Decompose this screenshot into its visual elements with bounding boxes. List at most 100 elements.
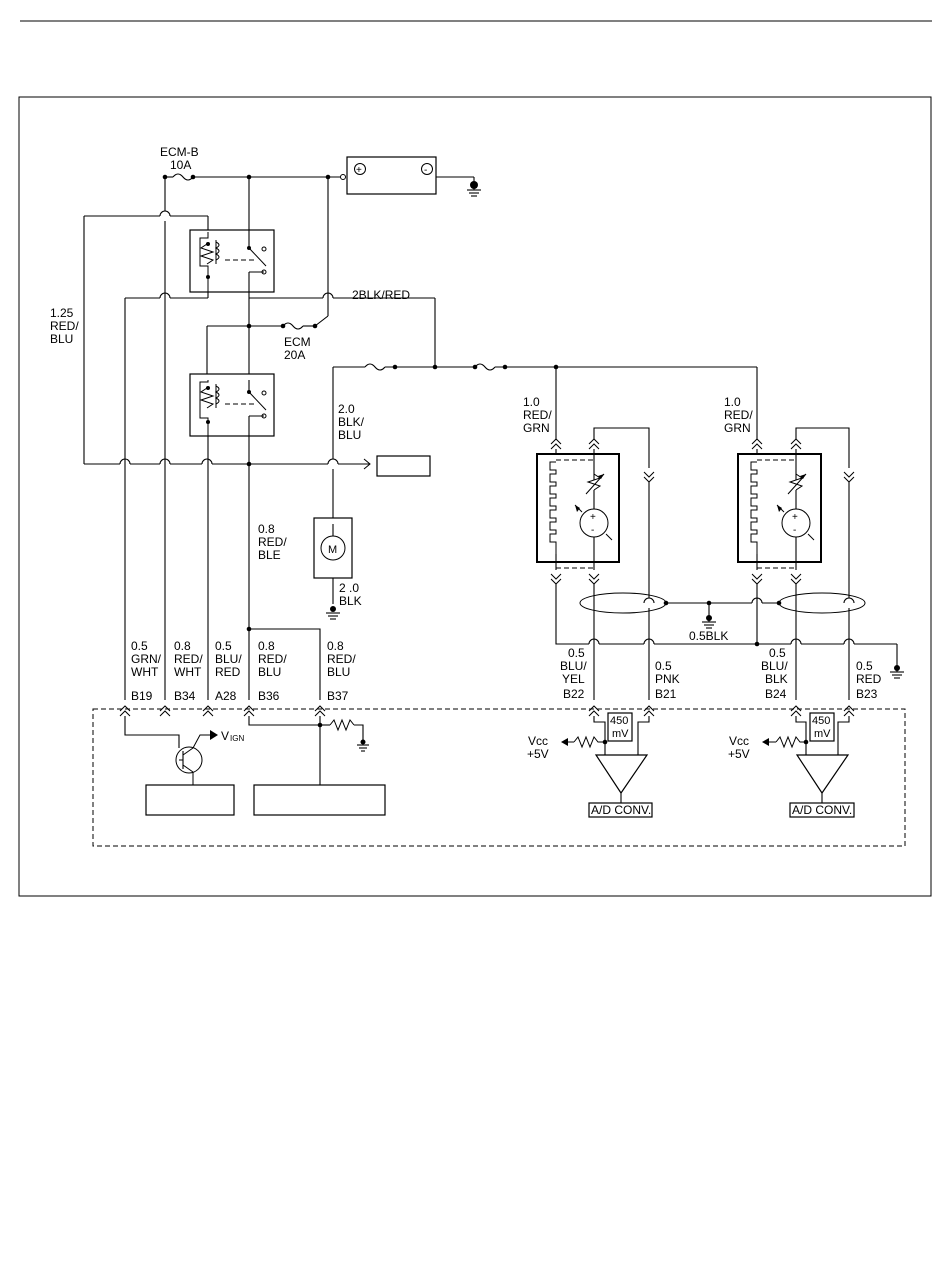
- svg-text:1.0: 1.0: [523, 395, 540, 409]
- ecm-connector-right: [588, 705, 855, 717]
- oxygen-sensor-2: 1.0 RED/ GRN + -: [724, 367, 855, 585]
- svg-text:1.0: 1.0: [724, 395, 741, 409]
- ecm-connector-left: [119, 705, 326, 717]
- svg-text:GRN: GRN: [523, 421, 550, 435]
- svg-text:ECM-B: ECM-B: [160, 145, 199, 159]
- svg-text:BLK/: BLK/: [338, 415, 365, 429]
- svg-text:BLU: BLU: [50, 332, 73, 346]
- svg-text:RED/: RED/: [50, 319, 79, 333]
- svg-text:mV: mV: [814, 728, 831, 740]
- svg-text:2BLK/RED: 2BLK/RED: [352, 288, 410, 302]
- svg-text:B19: B19: [131, 689, 153, 703]
- sensor-pin-labels: 0.5 BLU/ YEL B22 0.5 PNK B21 0.5 BLU/ BL…: [560, 646, 882, 701]
- svg-text:BLU: BLU: [327, 665, 350, 679]
- fuse-ecm: ECM 20A: [206, 297, 329, 380]
- svg-text:B21: B21: [655, 687, 677, 701]
- svg-text:2.0: 2.0: [338, 402, 355, 416]
- svg-text:RED/: RED/: [258, 652, 287, 666]
- svg-text:M: M: [328, 544, 337, 556]
- svg-text:Vcc: Vcc: [528, 734, 548, 748]
- svg-text:+5V: +5V: [728, 747, 750, 761]
- sensor-signal-wires: [593, 482, 855, 700]
- svg-text:+5V: +5V: [527, 747, 549, 761]
- cooling-fan-motor: M 2 .0 BLK: [313, 517, 362, 620]
- svg-text:RED/: RED/: [174, 652, 203, 666]
- svg-text:BLU/: BLU/: [560, 659, 587, 673]
- svg-text:A/D CONV.: A/D CONV.: [591, 803, 651, 817]
- diagram-frame: [18, 96, 932, 897]
- svg-text:10A: 10A: [170, 158, 191, 172]
- svg-text:A/D CONV.: A/D CONV.: [792, 803, 852, 817]
- svg-text:RED: RED: [215, 665, 241, 679]
- ecm-boundary: [92, 708, 906, 847]
- svg-text:RED/: RED/: [258, 535, 287, 549]
- svg-text:0.5: 0.5: [568, 646, 585, 660]
- svg-text:450: 450: [812, 715, 830, 727]
- wire-2blk-red: 2BLK/RED: [125, 288, 436, 367]
- svg-text:YEL: YEL: [562, 672, 585, 686]
- svg-text:mV: mV: [612, 728, 629, 740]
- svg-text:2 .0: 2 .0: [339, 581, 359, 595]
- svg-text:GRN/: GRN/: [131, 652, 162, 666]
- svg-text:20A: 20A: [284, 348, 305, 362]
- svg-text:BLU/: BLU/: [215, 652, 242, 666]
- fuse-ecm-b: ECM-B 10A: [160, 145, 199, 172]
- svg-text:WHT: WHT: [131, 665, 159, 679]
- svg-text:0.8: 0.8: [258, 522, 275, 536]
- svg-text:B23: B23: [856, 687, 878, 701]
- svg-text:0.5: 0.5: [769, 646, 786, 660]
- svg-text:BLU/: BLU/: [761, 659, 788, 673]
- svg-text:0.8: 0.8: [327, 639, 344, 653]
- svg-text:BLU: BLU: [258, 665, 281, 679]
- wire-to-connector: [84, 455, 431, 477]
- ecm-sensor-input-2: 450 mV - + Vcc +5V A/D CONV.: [728, 712, 855, 818]
- heater-ground: [555, 584, 904, 679]
- fan-motor-feed: 2.0 BLK/ BLU: [332, 363, 757, 518]
- svg-text:GRN: GRN: [724, 421, 751, 435]
- svg-text:0.5BLK: 0.5BLK: [689, 629, 728, 643]
- battery: + -: [346, 156, 481, 197]
- shield-ground: 0.5BLK: [579, 592, 866, 643]
- wire-1-25-red-blu: 1.25 RED/ BLU: [50, 210, 209, 464]
- svg-text:+: +: [356, 165, 362, 176]
- svg-text:0.8: 0.8: [174, 639, 191, 653]
- svg-text:ECM: ECM: [284, 335, 311, 349]
- svg-text:RED/: RED/: [523, 408, 552, 422]
- svg-text:-: -: [793, 525, 796, 536]
- ecm-fan-control: [248, 716, 386, 816]
- svg-text:0.5: 0.5: [215, 639, 232, 653]
- svg-text:IGN: IGN: [230, 734, 244, 743]
- fan-relay: [189, 373, 275, 437]
- svg-text:+: +: [590, 512, 596, 523]
- svg-text:B24: B24: [765, 687, 787, 701]
- svg-text:PNK: PNK: [655, 672, 680, 686]
- ecm-sensor-input-1: 450 mV - + Vcc +5V A/D CONV.: [527, 712, 653, 818]
- svg-text:+: +: [792, 512, 798, 523]
- top-supply-rail: [162, 173, 346, 181]
- svg-text:0.5: 0.5: [856, 659, 873, 673]
- svg-text:B22: B22: [563, 687, 585, 701]
- svg-text:-: -: [591, 525, 594, 536]
- pin-wires-left: 0.8 RED/ BLE: [124, 297, 321, 700]
- svg-text:B37: B37: [327, 689, 349, 703]
- ecm-ignition-circuit: V IGN: [124, 716, 244, 816]
- svg-text:BLE: BLE: [258, 548, 281, 562]
- svg-text:BLU: BLU: [338, 428, 361, 442]
- svg-text:Vcc: Vcc: [729, 734, 749, 748]
- svg-text:B34: B34: [174, 689, 196, 703]
- svg-text:0.8: 0.8: [258, 639, 275, 653]
- svg-text:RED/: RED/: [724, 408, 753, 422]
- svg-text:BLK: BLK: [339, 594, 362, 608]
- svg-text:B36: B36: [258, 689, 280, 703]
- svg-text:450: 450: [610, 715, 628, 727]
- svg-text:BLK: BLK: [765, 672, 788, 686]
- svg-text:1.25: 1.25: [50, 306, 74, 320]
- svg-text:0.5: 0.5: [655, 659, 672, 673]
- main-relay: [189, 177, 275, 298]
- svg-text:V: V: [221, 729, 229, 743]
- svg-text:RED/: RED/: [327, 652, 356, 666]
- svg-text:RED: RED: [856, 672, 882, 686]
- svg-text:0.5: 0.5: [131, 639, 148, 653]
- svg-text:A28: A28: [215, 689, 237, 703]
